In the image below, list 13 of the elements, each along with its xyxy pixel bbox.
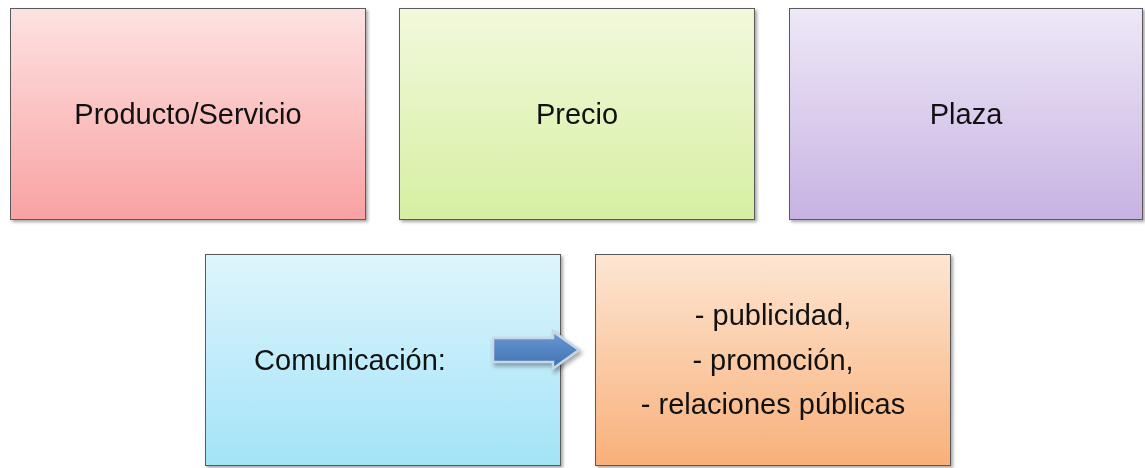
box-text: - promoción, [692,342,854,378]
box-text: - relaciones públicas [640,387,906,423]
text-box [10,8,366,220]
text-box [399,8,755,220]
box-text: Comunicación: [254,342,446,378]
box-text: Producto/Servicio [74,96,302,132]
text-box [595,254,951,466]
text-box [205,254,561,466]
text-box [789,8,1143,220]
box-text: Plaza [929,96,1003,132]
block-arrow [491,329,582,371]
box-text: - publicidad, [694,297,852,333]
box-text: Precio [535,96,619,132]
